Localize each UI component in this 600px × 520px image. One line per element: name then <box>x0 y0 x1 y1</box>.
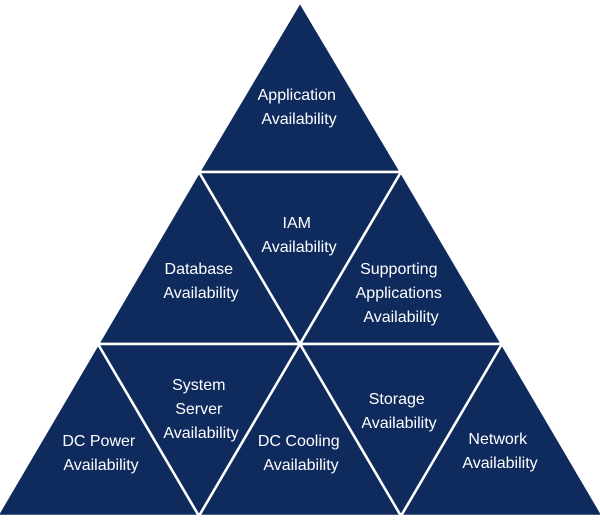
block-network: Network Availability <box>398 341 600 518</box>
triangle-network <box>398 341 600 518</box>
block-iam: IAM Availability <box>196 170 404 347</box>
label-database: Database Availability <box>163 261 238 302</box>
label-dc-power: DC Power Availability <box>62 433 139 474</box>
label-supporting-applications: Supporting Applications Availability <box>356 261 447 326</box>
label-application: Application Availability <box>258 87 341 128</box>
label-storage: Storage Availability <box>361 391 436 432</box>
label-dc-cooling: DC Cooling Availability <box>258 433 344 474</box>
label-system-server: System Server Availability <box>163 377 238 442</box>
block-system-server: System Server Availability <box>95 342 303 519</box>
label-network: Network Availability <box>462 431 537 472</box>
label-iam: IAM Availability <box>261 215 336 256</box>
block-application: Application Availability <box>196 0 404 174</box>
